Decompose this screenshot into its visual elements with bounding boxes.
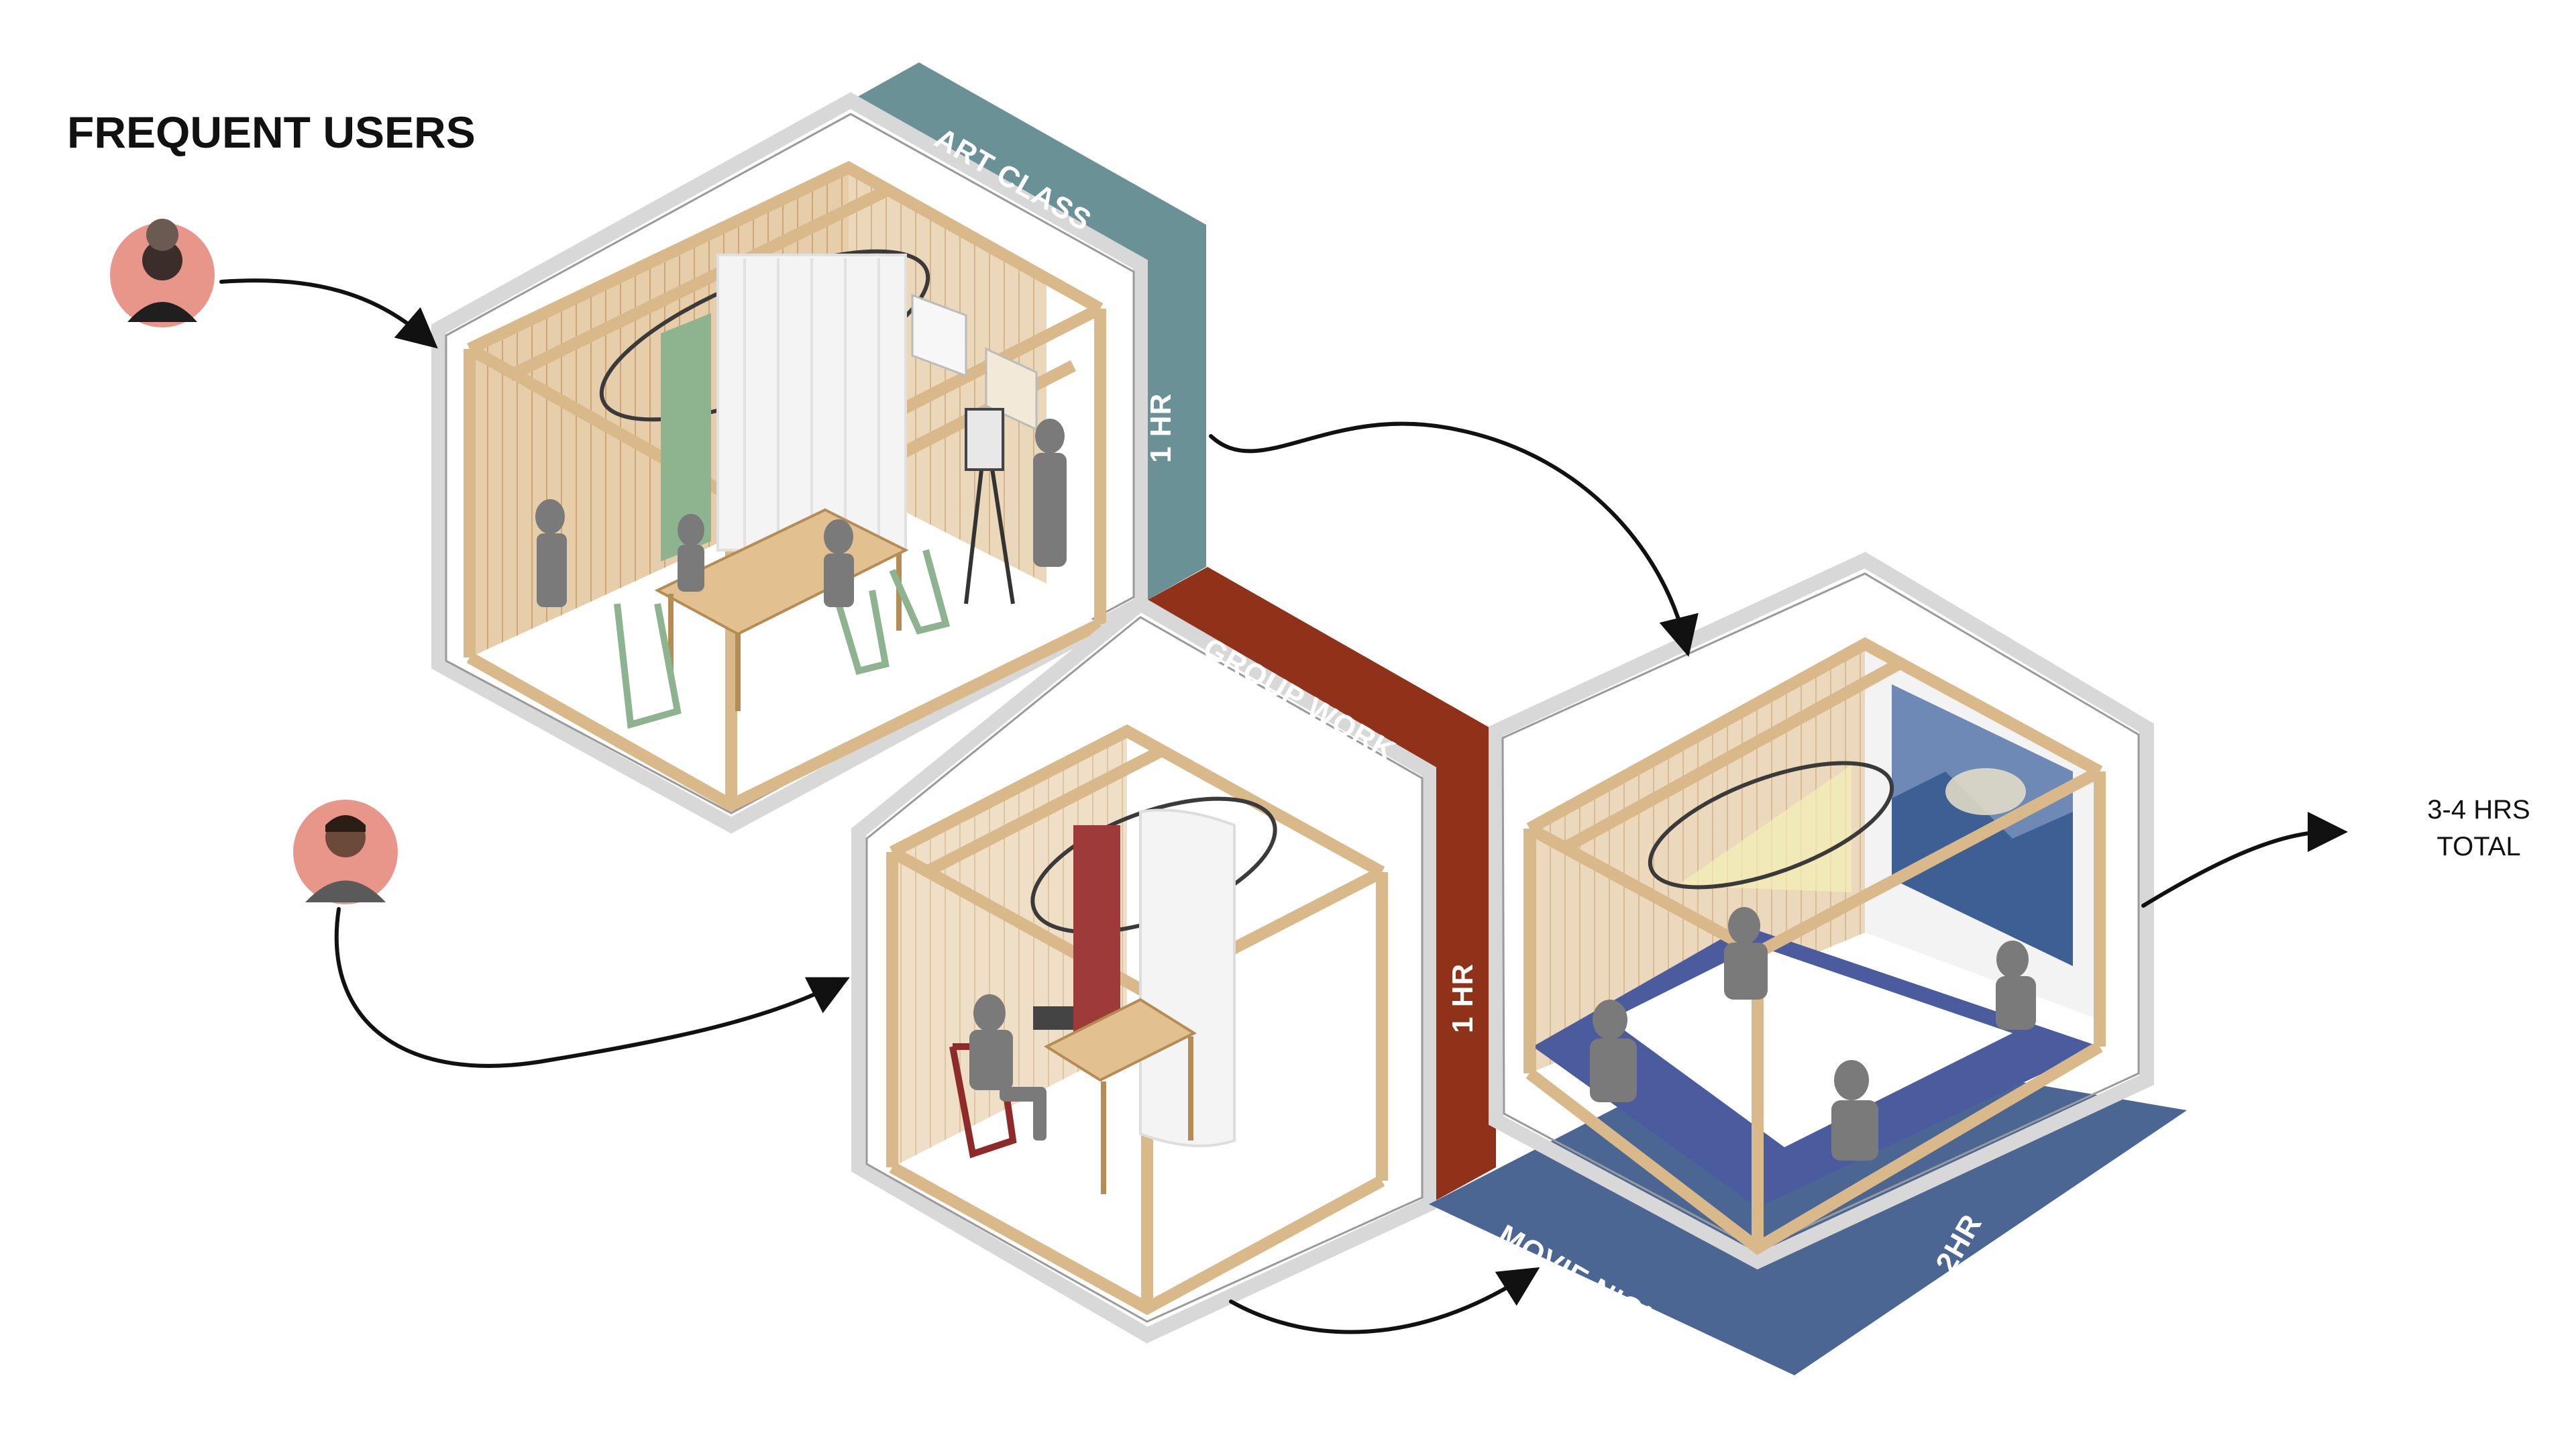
man-avatar-icon (293, 800, 398, 904)
art-class-duration: 1 HR (1144, 393, 1177, 463)
arrow-user-to-group-work (334, 907, 850, 1068)
arrow-group-work-to-movie-night (1229, 1267, 1540, 1334)
art-class-band (851, 62, 1206, 604)
arrow-user-to-art-class (219, 278, 438, 349)
room-movie-night (1429, 551, 2187, 1375)
group-work-curtain (1139, 808, 1236, 1147)
arrow-art-class-to-movie-night (1209, 421, 1699, 657)
total-hours: 3-4 HRS (2427, 795, 2530, 825)
page-title: FREQUENT USERS (67, 107, 476, 157)
movie-night-band (1429, 1037, 2187, 1375)
art-class-frame (431, 92, 1148, 834)
room-art-class (431, 62, 1206, 834)
group-work-frame (851, 594, 1436, 1344)
group-work-duration: 1 HR (1446, 963, 1479, 1033)
arrow-to-total (2141, 812, 2348, 908)
room-group-work (851, 567, 1496, 1344)
group-work-door (1073, 825, 1120, 1047)
child-avatar-icon (110, 219, 215, 327)
total-label: TOTAL (2436, 832, 2520, 861)
movie-night-frame (1489, 551, 2154, 1270)
art-class-door (661, 313, 711, 562)
group-work-band (1140, 567, 1496, 1204)
